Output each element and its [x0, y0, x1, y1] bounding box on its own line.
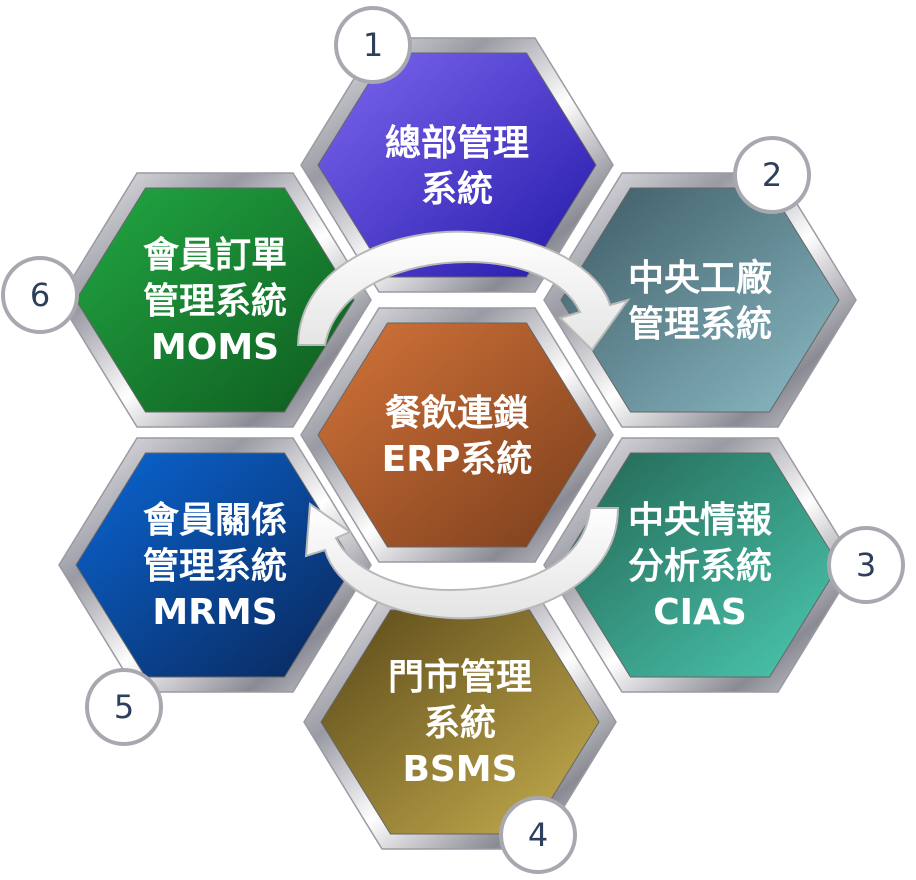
module-label-line: 會員關係	[143, 500, 287, 541]
cycle-arrows	[296, 230, 631, 620]
curved-arrow-top-icon	[296, 230, 631, 352]
module-label-line: 會員訂單	[143, 235, 287, 276]
badge-number: 4	[528, 816, 548, 854]
badge-number: 3	[856, 546, 876, 584]
hex-fill	[75, 187, 355, 413]
curved-arrow-bottom-icon	[304, 502, 620, 620]
badge-number: 5	[114, 688, 134, 726]
module-label-line: 中央情報	[628, 500, 772, 541]
number-badge-5: 5	[85, 668, 163, 746]
module-label-line: MOMS	[151, 327, 279, 368]
module-label-line: 分析系統	[628, 546, 772, 587]
module-label-line: 系統	[424, 703, 496, 744]
module-label-line: ERP系統	[382, 439, 533, 480]
number-badge-3: 3	[827, 526, 905, 604]
number-badge-1: 1	[334, 6, 412, 84]
module-label-line: 管理系統	[143, 281, 287, 322]
number-badge-2: 2	[733, 136, 811, 214]
number-badge-6: 6	[1, 256, 79, 334]
module-label-line: 總部管理	[385, 123, 529, 164]
module-label-line: 餐飲連鎖	[385, 393, 529, 434]
module-label-line: 系統	[421, 169, 493, 210]
module-label-line: 管理系統	[143, 546, 287, 587]
center-hex: 餐飲連鎖 ERP系統	[300, 307, 614, 563]
badge-number: 1	[363, 26, 383, 64]
module-label-line: MRMS	[152, 592, 277, 633]
module-label-line: CIAS	[653, 592, 747, 633]
hex-fill	[317, 322, 597, 548]
badge-number: 2	[762, 156, 782, 194]
module-label-line: 中央工廠	[628, 257, 772, 299]
number-badge-4: 4	[499, 796, 577, 874]
badge-number: 6	[30, 276, 50, 314]
hex-fill	[320, 609, 600, 835]
module-label-line: 管理系統	[628, 304, 772, 345]
module-label-line: 門市管理	[388, 657, 532, 698]
module-label-line: BSMS	[402, 749, 517, 790]
hex-fill	[560, 187, 840, 413]
